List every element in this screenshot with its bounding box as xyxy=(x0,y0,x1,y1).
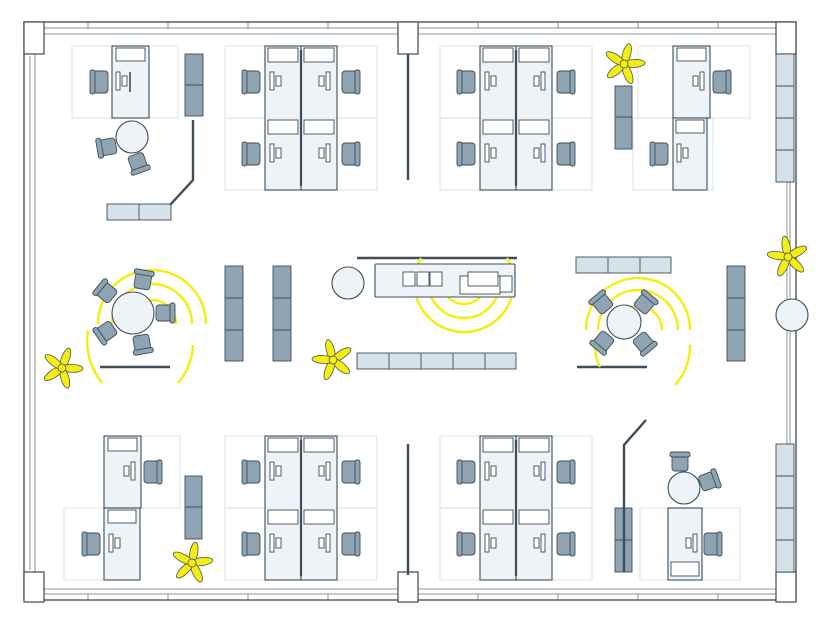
partition-screens xyxy=(100,54,647,575)
round-table-icon xyxy=(111,120,809,505)
desk-clusters xyxy=(103,45,711,581)
conference-table xyxy=(374,263,516,298)
window-mullions xyxy=(87,22,719,600)
